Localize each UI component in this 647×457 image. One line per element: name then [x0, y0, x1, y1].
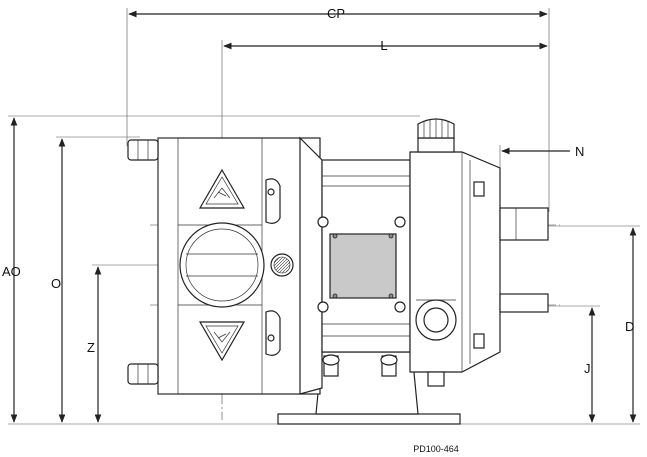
- cover-plate: [329, 233, 397, 299]
- dim-j-label: J: [584, 361, 591, 376]
- dim-cp-label: CP: [327, 6, 345, 21]
- pump-body: [127, 118, 549, 425]
- dim-l-label: L: [380, 38, 387, 53]
- part-number-label: PD100-464: [413, 444, 459, 454]
- warning-triangle-bottom-icon: [198, 321, 246, 362]
- dim-ao-label: AO: [2, 264, 21, 279]
- dim-d-label: D: [625, 319, 634, 334]
- dim-n-label: N: [575, 144, 584, 159]
- dim-o-label: O: [51, 276, 61, 291]
- dim-z-label: Z: [87, 340, 95, 355]
- dimension-lines: [10, 10, 637, 423]
- dimension-labels: CP L N AO O Z J D PD100-464: [2, 6, 634, 454]
- warning-triangle-top-icon: [198, 168, 246, 209]
